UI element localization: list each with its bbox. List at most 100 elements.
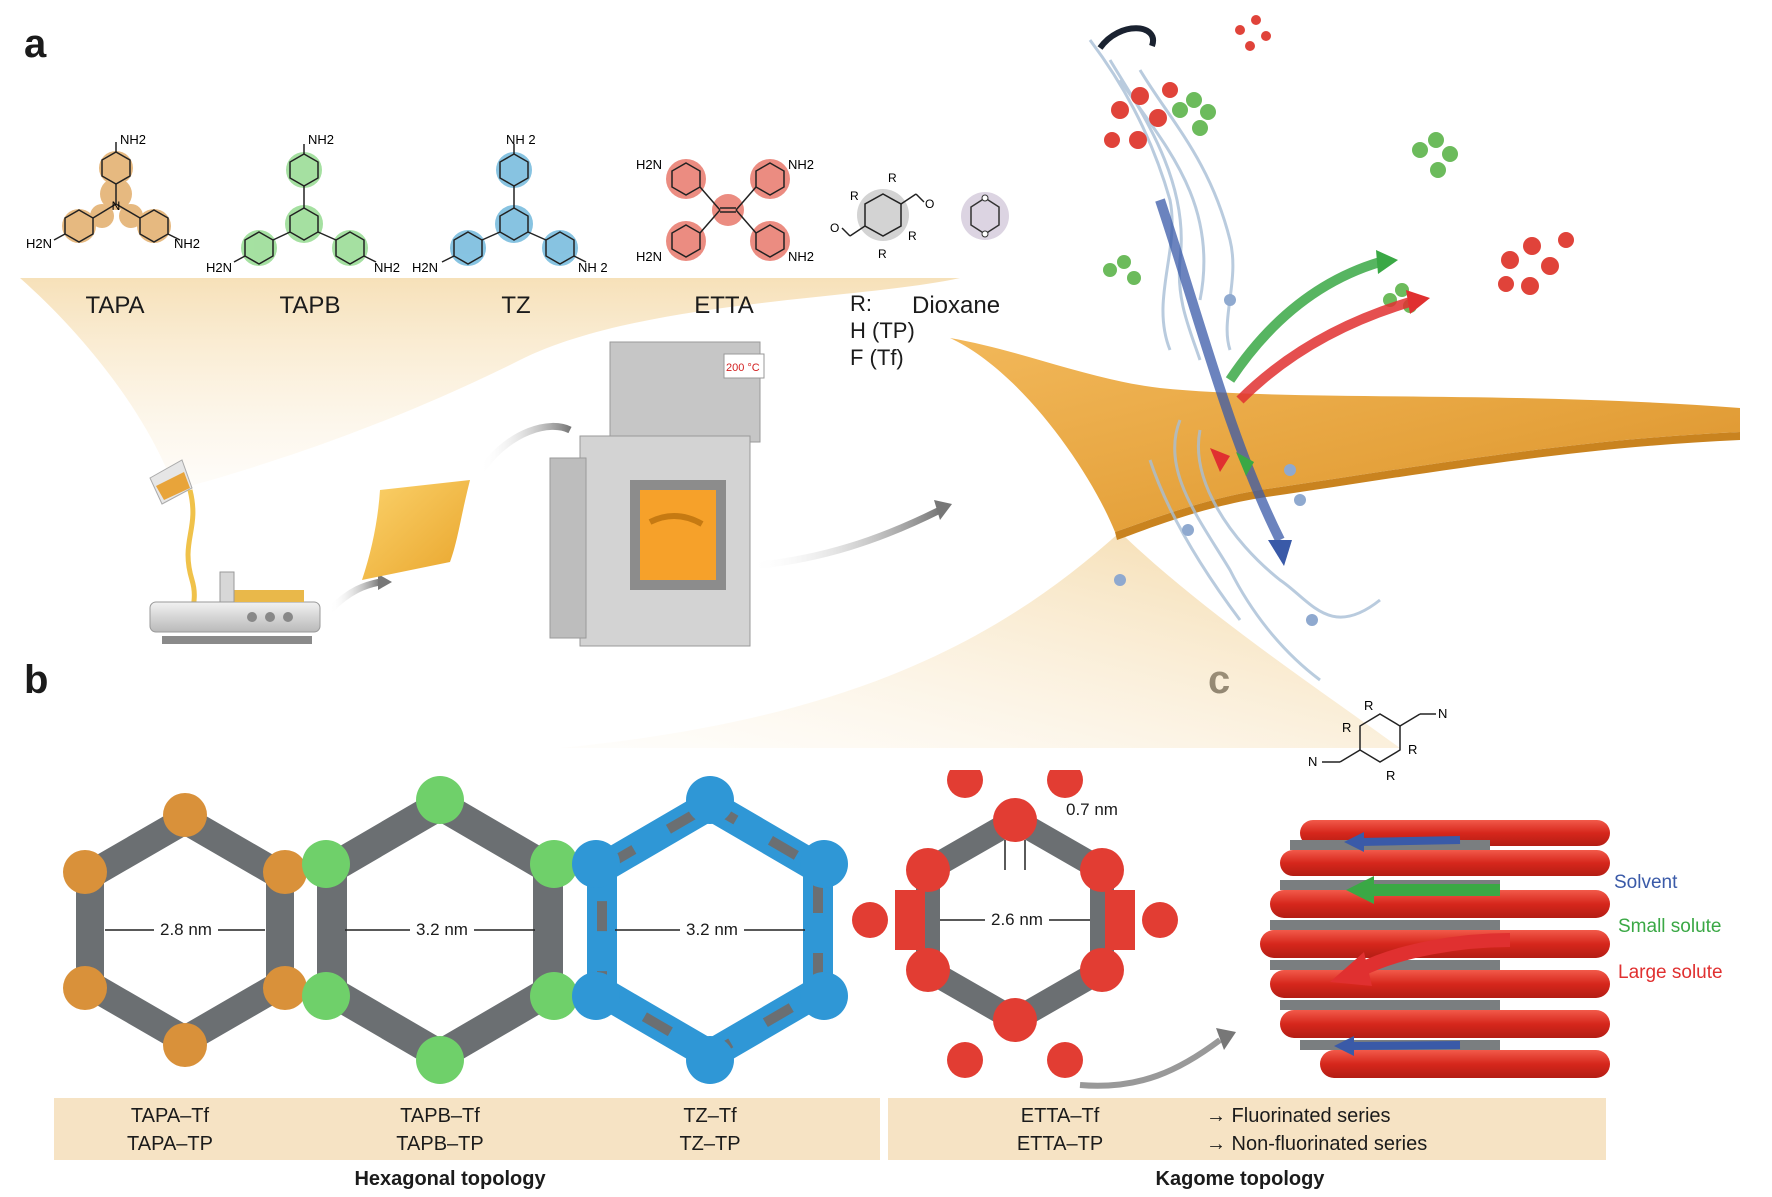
etta-tf-framework	[852, 770, 1178, 1078]
fluorinated-series-label: → Fluorinated series	[1206, 1105, 1391, 1127]
solvent-label: Solvent	[1614, 872, 1678, 893]
tz-left-group: H2N	[412, 260, 438, 275]
etta-group-tr: NH2	[788, 157, 814, 172]
kagome-topology-label: Kagome topology	[1155, 1168, 1325, 1190]
tapa-left-group: H2N	[26, 236, 52, 251]
hexagonal-topology-label: Hexagonal topology	[354, 1168, 546, 1190]
series-tapa-tp: TAPA–TP	[127, 1133, 213, 1155]
aldehyde-r-left: R	[850, 189, 859, 203]
membrane-separation-scene	[1088, 15, 1574, 682]
linker-n-2: N	[1308, 754, 1317, 769]
small-solute-molecules	[1103, 92, 1458, 313]
arrow-coater-to-film	[327, 578, 381, 613]
solvent-flow-arrow-lower	[1349, 1041, 1461, 1050]
aldehyde-molecule: R R R R O O	[830, 171, 934, 261]
tapa-right-group: NH2	[174, 236, 200, 251]
hexagonal-series-band	[54, 1098, 880, 1160]
series-tz: TZ–Tf TZ–TP	[640, 1102, 780, 1158]
etta-molecule: H2N NH2 H2N NH2	[636, 157, 814, 264]
series-tapb-tf: TAPB–Tf	[400, 1105, 480, 1127]
etta-group-bl: H2N	[636, 249, 662, 264]
series-tapb: TAPB–Tf TAPB–TP	[360, 1102, 520, 1158]
linker-r-4: R	[1386, 768, 1395, 783]
linker-r-1: R	[1364, 698, 1373, 713]
large-solute-flow-arrow	[1356, 933, 1511, 977]
series-tz-tp: TZ–TP	[679, 1133, 741, 1155]
arrow-to-panel-c	[1079, 1037, 1222, 1089]
series-tz-tf: TZ–Tf	[683, 1105, 737, 1127]
blade-coater	[149, 571, 321, 644]
oven-temperature: 200 °C	[726, 362, 760, 374]
solvent-flow-arrow	[1359, 836, 1461, 846]
series-tapa-tf: TAPA–Tf	[130, 1105, 210, 1127]
tapb-label: TAPB	[279, 292, 341, 319]
panel-letter-a: a	[24, 22, 47, 66]
aldehyde-o-right: O	[925, 197, 934, 211]
series-etta: ETTA–Tf ETTA–TP	[990, 1102, 1130, 1158]
kagome-series-band	[888, 1098, 1606, 1160]
series-etta-tf: ETTA–Tf	[1020, 1105, 1100, 1127]
solvent-molecules	[1114, 294, 1318, 626]
tapa-tf-framework	[63, 793, 307, 1067]
pore-wall-etta: 0.7 nm	[1060, 800, 1124, 820]
pore-size-tapb: 3.2 nm	[410, 920, 474, 940]
tz-right-group: NH 2	[578, 260, 608, 275]
tapb-molecule: NH2 H2N NH2	[206, 132, 400, 275]
linker-r-3: R	[1408, 742, 1417, 757]
pouring-beaker	[149, 459, 197, 620]
r-h-tp: H (TP)	[850, 318, 915, 343]
linker-r-2: R	[1342, 720, 1351, 735]
tapb-top-group: NH2	[308, 132, 334, 147]
fabrication-process: 200 °C	[149, 341, 952, 647]
aldehyde-r-top: R	[888, 171, 897, 185]
non-fluorinated-series-label: → Non-fluorinated series	[1206, 1133, 1428, 1155]
oven: 200 °C	[549, 341, 765, 647]
aldehyde-o-left: O	[830, 221, 839, 235]
large-solute-molecules	[1104, 15, 1574, 295]
aldehyde-r-right: R	[908, 229, 917, 243]
series-etta-tp: ETTA–TP	[1016, 1133, 1104, 1155]
small-solute-label: Small solute	[1618, 916, 1722, 937]
dioxane-molecule	[961, 192, 1009, 240]
monomer-sweep	[20, 278, 960, 490]
etta-group-tl: H2N	[636, 157, 662, 172]
pore-size-tapa: 2.8 nm	[154, 920, 218, 940]
tapb-right-group: NH2	[374, 260, 400, 275]
dioxane-label: Dioxane	[912, 292, 1001, 319]
large-solute-arrow	[1236, 297, 1412, 404]
etta-group-br: NH2	[788, 249, 814, 264]
gel-film	[362, 480, 470, 580]
tapa-center-n: N	[112, 199, 121, 213]
etta-label: ETTA	[694, 292, 754, 319]
large-solute-label: Large solute	[1618, 962, 1723, 983]
solvent-arrow	[1155, 198, 1285, 543]
cof-membrane	[950, 338, 1740, 532]
series-legend: → Fluorinated series → Non-fluorinated s…	[1206, 1102, 1526, 1158]
tz-label: TZ	[501, 292, 531, 319]
series-tapb-tp: TAPB–TP	[396, 1133, 484, 1155]
linker-structure	[1322, 713, 1436, 763]
aldehyde-r-bottom: R	[878, 247, 887, 261]
tz-molecule: NH 2 H2N NH 2	[412, 132, 608, 275]
series-tapa: TAPA–Tf TAPA–TP	[90, 1102, 250, 1158]
pore-size-etta: 2.6 nm	[985, 910, 1049, 930]
tapb-tf-framework	[302, 776, 578, 1084]
arrow-oven-to-membrane	[749, 506, 942, 570]
tapb-left-group: H2N	[206, 260, 232, 275]
linker-n-1: N	[1438, 706, 1447, 721]
aldehyde-r-legend: R: H (TP) F (Tf)	[850, 290, 915, 371]
tapa-molecule: N NH2 H2N NH2	[26, 132, 200, 251]
tz-top-group: NH 2	[506, 132, 536, 147]
framework-structures	[63, 770, 1236, 1089]
panel-letter-b: b	[24, 658, 49, 702]
tapa-top-group: NH2	[120, 132, 146, 147]
tapa-label: TAPA	[85, 292, 145, 319]
red-pore-tubes	[1260, 820, 1610, 1078]
pore-size-tz: 3.2 nm	[680, 920, 744, 940]
r-label: R:	[850, 291, 872, 316]
r-f-tf: F (Tf)	[850, 345, 904, 370]
membrane-edge	[1115, 432, 1740, 540]
framework-sweep	[560, 532, 1400, 748]
small-solute-arrow	[1225, 257, 1382, 383]
